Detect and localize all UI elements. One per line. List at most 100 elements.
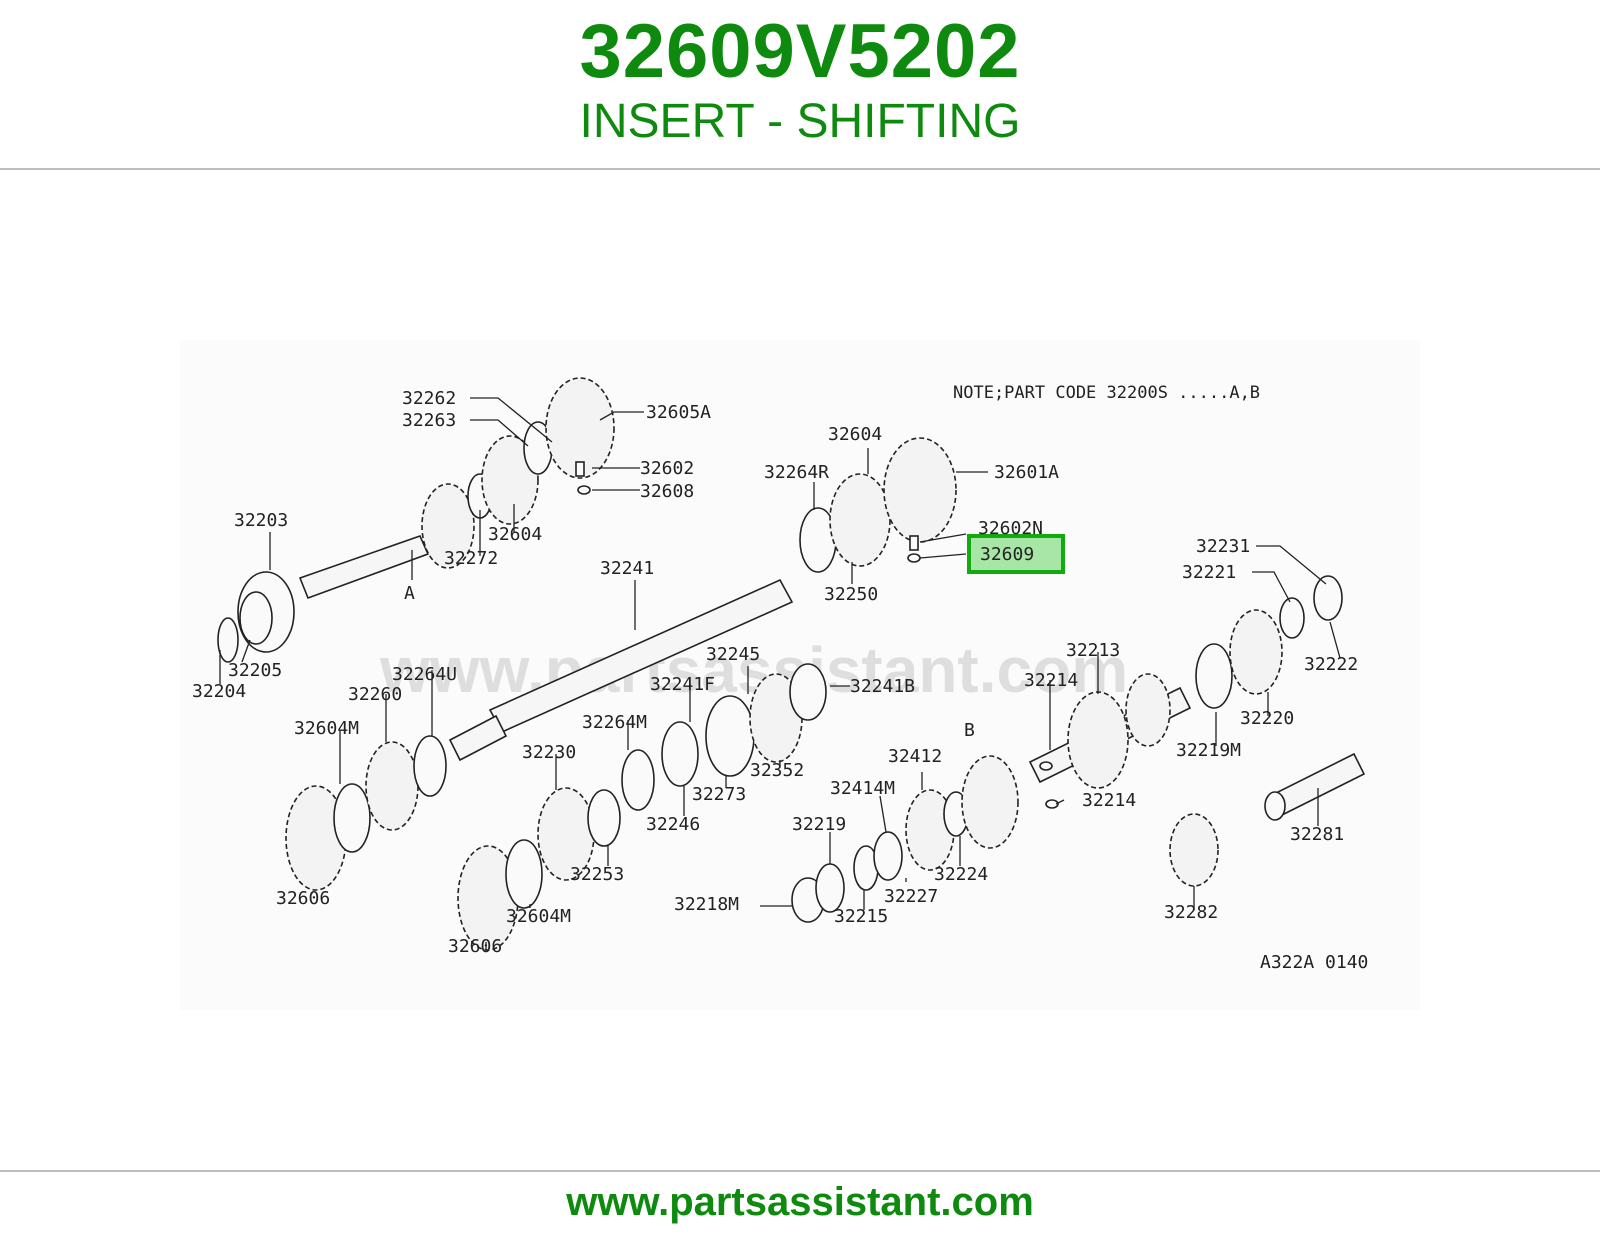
callout-32218M[interactable]: 32218M [674,894,739,915]
callout-32263[interactable]: 32263 [402,410,456,431]
callout-32246[interactable]: 32246 [646,814,700,835]
exploded-parts-diagram: www.partsassistant.com NOTE;PART CODE 32… [180,340,1420,1010]
callout-32608[interactable]: 32608 [640,481,694,502]
callout-32222[interactable]: 32222 [1304,654,1358,675]
callout-32219[interactable]: 32219 [792,814,846,835]
part-description: INSERT - SHIFTING [579,95,1021,148]
upper-main-shaft-assembly [217,377,615,663]
idler-gear-32282 [1169,813,1219,887]
diagram-canvas: www.partsassistant.com NOTE;PART CODE 32… [192,377,1368,973]
ring-32604M-b [505,839,543,909]
center-shaft-assembly [448,437,957,762]
bearing-32264U [413,735,447,797]
callout-32604M-left[interactable]: 32604M [294,718,359,739]
gear-32227-b [961,755,1019,849]
leader-lines [219,397,1341,950]
lower-center-gear-cluster [457,663,827,951]
callout-32241B[interactable]: 32241B [850,676,915,697]
spring-32602N [909,535,919,551]
callout-32281[interactable]: 32281 [1290,824,1344,845]
callout-32253[interactable]: 32253 [570,864,624,885]
callout-32231[interactable]: 32231 [1196,536,1250,557]
callout-labels: 32262 32263 32605A 32602 32608 32604 322… [192,388,1368,973]
callout-32214-lower[interactable]: 32214 [1082,790,1136,811]
callout-32272[interactable]: 32272 [444,548,498,569]
callout-32204[interactable]: 32204 [192,681,246,702]
callout-32604M-lower[interactable]: 32604M [506,906,571,927]
callout-32219M[interactable]: 32219M [1176,740,1241,761]
callout-32412[interactable]: 32412 [888,746,942,767]
callout-32215[interactable]: 32215 [834,906,888,927]
diagram-note: NOTE;PART CODE 32200S .....A,B [953,383,1260,403]
ring-32414M [873,831,903,881]
washer-32246 [661,721,699,787]
footer-divider [0,1170,1600,1172]
callout-32213[interactable]: 32213 [1066,640,1120,661]
callout-32605A[interactable]: 32605A [646,402,711,423]
callout-32264U[interactable]: 32264U [392,664,457,685]
reverse-idler-assembly [1169,752,1366,887]
callout-32606-lower[interactable]: 32606 [448,936,502,957]
gear-32260 [365,741,419,831]
callout-32609-highlighted[interactable]: 32609 [980,544,1034,565]
gear-32220 [1229,609,1283,695]
part-number-title: 32609V5202 [579,9,1021,94]
callout-32221[interactable]: 32221 [1182,562,1236,583]
footer-url-link[interactable]: www.partsassistant.com [566,1180,1034,1224]
callout-32352[interactable]: 32352 [750,760,804,781]
letter-a: A [404,583,415,604]
callout-32282[interactable]: 32282 [1164,902,1218,923]
callout-32224[interactable]: 32224 [934,864,988,885]
callout-32414M[interactable]: 32414M [830,778,895,799]
letter-b: B [964,720,975,741]
callout-32250[interactable]: 32250 [824,584,878,605]
callout-32604-center[interactable]: 32604 [828,424,882,445]
callout-32220[interactable]: 32220 [1240,708,1294,729]
gear-32605A [545,377,615,479]
callout-32606-left[interactable]: 32606 [276,888,330,909]
counter-gear-cluster [791,755,1019,923]
callout-32241[interactable]: 32241 [600,558,654,579]
insert-32609 [907,553,921,563]
bearing-32222 [1313,575,1343,621]
callout-32602N[interactable]: 32602N [978,518,1043,539]
bearing-32219M [1195,643,1233,709]
gear-32604-upper [481,435,539,525]
page-header: 32609V5202 INSERT - SHIFTING [0,0,1600,168]
ring-32604M-a [333,783,371,853]
callout-32203[interactable]: 32203 [234,510,288,531]
gear-32272-area [421,483,475,569]
callout-32245[interactable]: 32245 [706,644,760,665]
bearing-32264M [621,749,655,811]
callout-32260[interactable]: 32260 [348,684,402,705]
header-divider [0,168,1600,170]
ring-32221 [1279,597,1305,639]
main-shaft-upper [298,535,430,600]
callout-32227[interactable]: 32227 [884,886,938,907]
snap-ring-32204 [217,617,239,663]
counter-gear-32213 [1067,691,1129,789]
bearing-32219 [815,863,845,913]
bearing-32273 [705,695,755,777]
callout-32214-upper[interactable]: 32214 [1024,670,1078,691]
callout-32604-upper[interactable]: 32604 [488,524,542,545]
callout-32262[interactable]: 32262 [402,388,456,409]
diagram-watermark: www.partsassistant.com [379,634,1128,706]
callout-32273[interactable]: 32273 [692,784,746,805]
collar-32253 [587,789,621,847]
callout-32264R[interactable]: 32264R [764,462,829,483]
callout-32264M[interactable]: 32264M [582,712,647,733]
drawing-code: A322A 0140 [1260,952,1368,973]
gear-32250 [829,473,891,567]
highlighted-part-box [967,534,1065,574]
insert-32608 [577,485,591,495]
callout-32205[interactable]: 32205 [228,660,282,681]
counter-shaft-assembly [1028,575,1343,809]
spring-32602 [575,461,585,477]
callout-32230[interactable]: 32230 [522,742,576,763]
callout-32601A[interactable]: 32601A [994,462,1059,483]
callout-32602[interactable]: 32602 [640,458,694,479]
callout-32241F[interactable]: 32241F [650,674,715,695]
lower-left-gear-cluster [285,735,447,891]
nut-32241B [789,663,827,721]
